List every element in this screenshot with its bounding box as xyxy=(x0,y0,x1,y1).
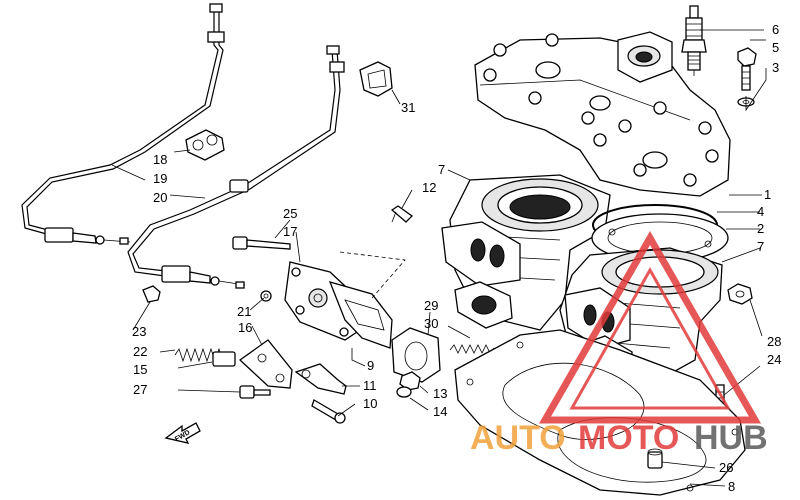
leader-lines xyxy=(111,29,767,487)
intake-port-block xyxy=(441,221,521,287)
dowel-26 xyxy=(647,448,663,469)
callout-8: 8 xyxy=(728,479,735,494)
reed-valve-cover-17 xyxy=(284,261,361,341)
callout-2: 2 xyxy=(757,221,764,236)
callout-4: 4 xyxy=(757,204,764,219)
callout-25: 25 xyxy=(283,206,297,221)
callout-19: 19 xyxy=(153,171,167,186)
callout-7b: 7 xyxy=(757,239,764,254)
callout-7a: 7 xyxy=(438,162,445,177)
callout-5: 5 xyxy=(772,40,779,55)
reed-valve-9 xyxy=(328,281,393,349)
callout-23: 23 xyxy=(132,324,146,339)
nut-28 xyxy=(727,283,753,305)
callout-22: 22 xyxy=(133,344,147,359)
watermark-part-hub: HUB xyxy=(694,419,768,457)
callout-29: 29 xyxy=(424,298,438,313)
callout-15: 15 xyxy=(133,362,147,377)
callout-27: 27 xyxy=(133,382,147,397)
nut-13 xyxy=(399,371,421,391)
callout-28: 28 xyxy=(767,334,781,349)
callout-12: 12 xyxy=(422,180,436,195)
forward-arrow-icon: FWD xyxy=(164,422,201,444)
callout-24: 24 xyxy=(767,352,781,367)
watermark-logo: AUTO MOTO HUB xyxy=(470,230,768,457)
pin-12 xyxy=(390,205,414,223)
callout-13: 13 xyxy=(433,386,447,401)
bracket-31 xyxy=(359,61,393,97)
bolt-5 xyxy=(737,47,757,91)
watermark-part-moto: MOTO xyxy=(578,419,679,457)
arm-11 xyxy=(294,363,347,395)
washer-14 xyxy=(396,386,412,398)
callout-30: 30 xyxy=(424,316,438,331)
callout-1: 1 xyxy=(764,187,771,202)
callout-17: 17 xyxy=(283,224,297,239)
watermark-inner-triangle-icon xyxy=(569,266,731,410)
base-gasket-8 xyxy=(454,329,746,496)
callout-14: 14 xyxy=(433,404,447,419)
callout-31: 31 xyxy=(401,100,415,115)
callout-3: 3 xyxy=(772,60,779,75)
exhaust-gasket-29 xyxy=(391,327,441,383)
throttle-cable-19 xyxy=(21,3,225,245)
callout-26: 26 xyxy=(719,460,733,475)
callout-6: 6 xyxy=(772,22,779,37)
spring-22 xyxy=(174,347,236,367)
throttle-cable-20 xyxy=(127,45,345,289)
exhaust-port xyxy=(454,281,513,329)
bolt-23 xyxy=(142,285,161,303)
callout-11: 11 xyxy=(363,378,377,393)
cylinder-head-1 xyxy=(474,31,731,197)
spark-plug-6 xyxy=(681,5,707,76)
callout-10: 10 xyxy=(363,396,377,411)
lever-16 xyxy=(238,339,293,389)
stud-30 xyxy=(449,344,495,354)
bolt-25 xyxy=(232,236,291,250)
callout-18: 18 xyxy=(153,152,167,167)
callout-21: 21 xyxy=(237,304,251,319)
callout-20: 20 xyxy=(153,190,167,205)
watermark-part-auto: AUTO xyxy=(470,419,566,457)
callouts: 1 2 3 4 5 6 7 7 8 9 10 11 12 13 14 15 16… xyxy=(132,22,781,494)
cable-clip-18 xyxy=(185,129,225,161)
screw-10 xyxy=(311,399,346,424)
watermark-triangle-icon xyxy=(538,230,762,424)
bolt-27 xyxy=(239,385,271,399)
callout-16: 16 xyxy=(238,320,252,335)
callout-9: 9 xyxy=(367,358,374,373)
